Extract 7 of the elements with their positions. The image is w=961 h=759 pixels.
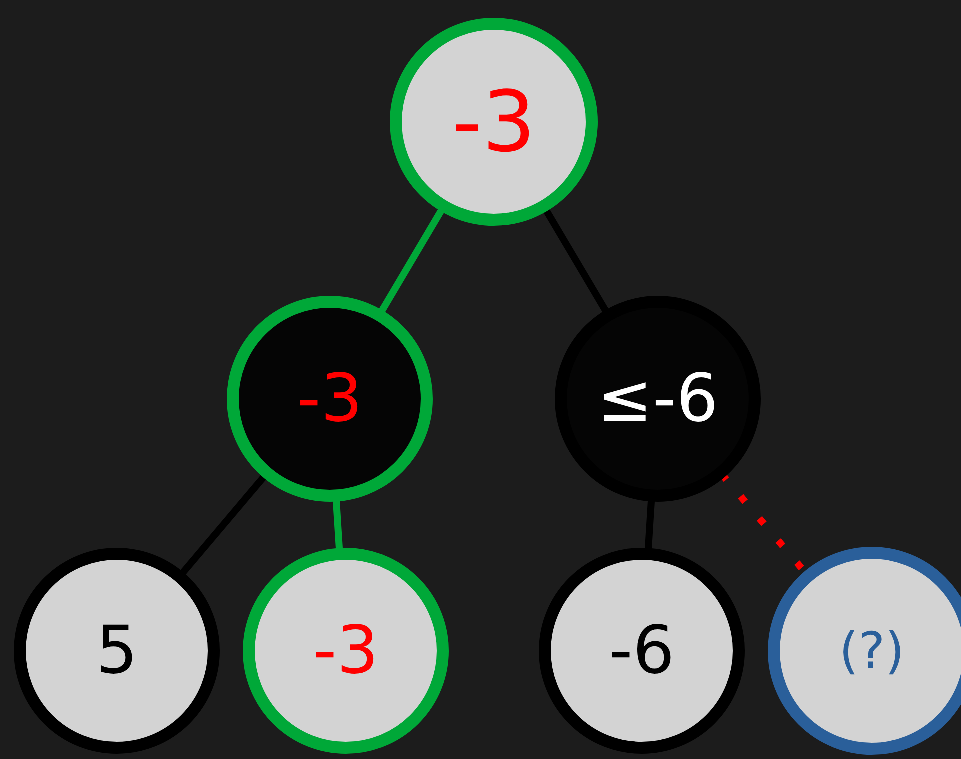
node-value: -6 [609,618,675,684]
node-value: -3 [313,618,379,684]
node-value: ≤-6 [597,366,719,432]
node-value: (?) [839,626,905,676]
node-value: -3 [452,80,536,164]
node-value: 5 [96,618,138,684]
node-value: -3 [297,366,363,432]
